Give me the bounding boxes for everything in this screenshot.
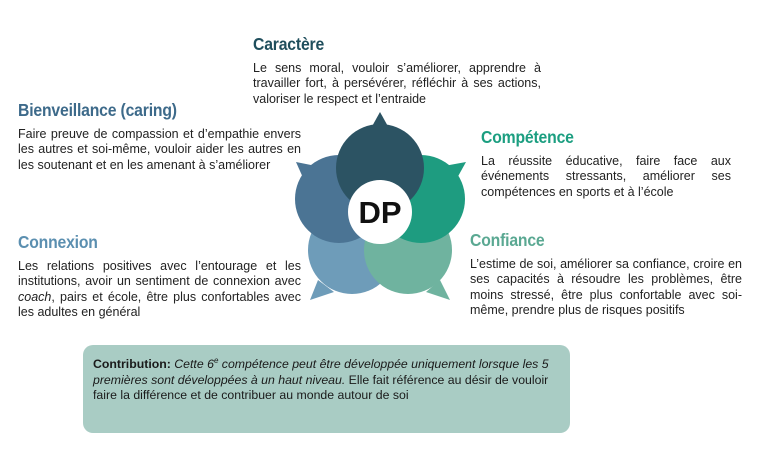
- confiance-title: Confiance: [470, 230, 545, 250]
- caractere-title: Caractère: [253, 34, 325, 54]
- section-bienveillance: Bienveillance (caring) Faire preuve de c…: [18, 99, 301, 173]
- competence-text: La réussite éducative, faire face aux év…: [481, 154, 731, 199]
- contribution-text: Elle fait référence au désir de vouloir …: [93, 372, 549, 403]
- center-circle: [348, 180, 412, 244]
- confiance-text: L’estime de soi, améliorer sa confiance,…: [470, 257, 742, 318]
- competence-title: Compétence: [481, 127, 574, 147]
- section-caractere: Caractère Le sens moral, vouloir s’améli…: [253, 33, 541, 107]
- petal-connexion-tip: [310, 280, 334, 300]
- center-label: DP: [358, 195, 401, 230]
- dp-flower-diagram: DP: [295, 112, 466, 300]
- section-confiance: Confiance L’estime de soi, améliorer sa …: [470, 229, 742, 319]
- contribution-italic-pre: Cette 6: [170, 357, 214, 372]
- petal-bienveillance-tip: [296, 162, 316, 180]
- contribution-box: Contribution: Cette 6e compétence peut ê…: [83, 345, 570, 433]
- bienveillance-title: Bienveillance (caring): [18, 100, 177, 120]
- connexion-text-italic: coach: [18, 289, 52, 304]
- petal-competence-tip: [444, 162, 466, 180]
- petal-caractere-tip: [370, 112, 390, 130]
- connexion-title: Connexion: [18, 232, 98, 252]
- connexion-text: Les relations positives avec l’entourage…: [18, 259, 301, 321]
- section-competence: Compétence La réussite éducative, faire …: [481, 126, 731, 200]
- petal-confiance-tip: [426, 280, 450, 300]
- caractere-text: Le sens moral, vouloir s’améliorer, appr…: [253, 61, 541, 106]
- contribution-superscript: e: [213, 356, 219, 365]
- connexion-text-before: Les relations positives avec l’entourage…: [18, 259, 301, 289]
- connexion-text-after: , pairs et école, être plus confortables…: [18, 289, 301, 320]
- contribution-label: Contribution:: [93, 357, 171, 372]
- section-connexion: Connexion Les relations positives avec l…: [18, 231, 301, 321]
- bienveillance-text: Faire preuve de compassion et d’empathie…: [18, 127, 301, 172]
- contribution-italic-post: compétence peut être développée uniqueme…: [93, 357, 549, 387]
